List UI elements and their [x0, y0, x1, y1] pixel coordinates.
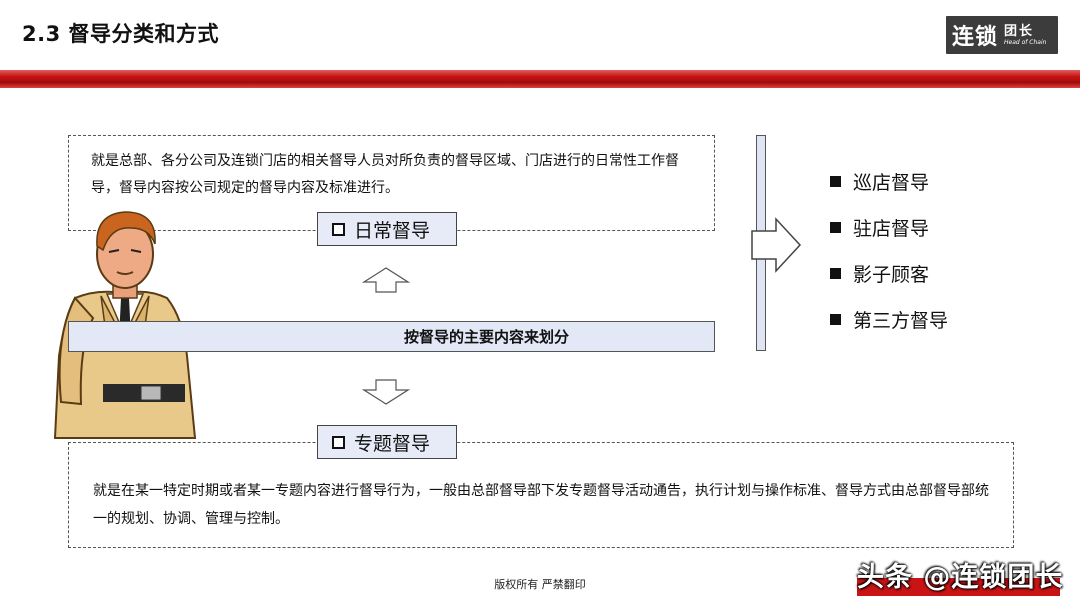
copyright-footer: 版权所有 严禁翻印 — [494, 578, 586, 591]
tag-special-label: 专题督导 — [354, 432, 431, 455]
bullet-icon — [830, 221, 841, 233]
tag-daily-label: 日常督导 — [354, 219, 431, 242]
page-title: 2.3 督导分类和方式 — [22, 22, 220, 46]
list-item: 驻店督导 — [830, 204, 948, 250]
arrow-up-icon — [362, 267, 410, 293]
bullet-icon — [830, 313, 841, 325]
list-item: 影子顾客 — [830, 250, 948, 296]
arrow-down-icon — [362, 379, 410, 405]
brand-logo: 连锁 团长 Head of Chain — [946, 16, 1058, 54]
list-item: 第三方督导 — [830, 296, 948, 342]
logo-main-text: 连锁 — [952, 25, 999, 50]
list-item-label: 影子顾客 — [853, 263, 930, 286]
supervision-type-list: 巡店督导 驻店督导 影子顾客 第三方督导 — [830, 158, 948, 342]
bullet-icon — [830, 175, 841, 187]
bullet-icon — [830, 267, 841, 279]
daily-supervision-text: 就是总部、各分公司及连锁门店的相关督导人员对所负责的督导区域、门店进行的日常性工… — [91, 153, 679, 196]
special-supervision-text: 就是在某一特定时期或者某一专题内容进行督导行为，一般由总部督导部下发专题督导活动… — [93, 483, 989, 527]
list-item-label: 第三方督导 — [853, 309, 949, 332]
arrow-right-icon — [751, 217, 802, 273]
tag-daily-supervision: 日常督导 — [317, 212, 457, 246]
square-icon — [332, 435, 345, 449]
list-item: 巡店督导 — [830, 158, 948, 204]
special-supervision-box: 就是在某一特定时期或者某一专题内容进行督导行为，一般由总部督导部下发专题督导活动… — [68, 442, 1014, 548]
logo-small-text: Head of Chain — [1004, 38, 1047, 46]
list-item-label: 巡店督导 — [853, 171, 930, 194]
logo-side-text: 团长 — [1004, 23, 1035, 39]
logo-side: 团长 Head of Chain — [1004, 25, 1046, 46]
header-red-bar — [0, 70, 1080, 88]
list-item-label: 驻店督导 — [853, 217, 930, 240]
watermark-text: 头条 @连锁团长 — [857, 562, 1064, 593]
watermark-strip — [857, 578, 1060, 596]
tag-special-supervision: 专题督导 — [317, 425, 457, 459]
classification-bar: 按督导的主要内容来划分 — [68, 321, 715, 352]
square-icon — [332, 222, 345, 236]
